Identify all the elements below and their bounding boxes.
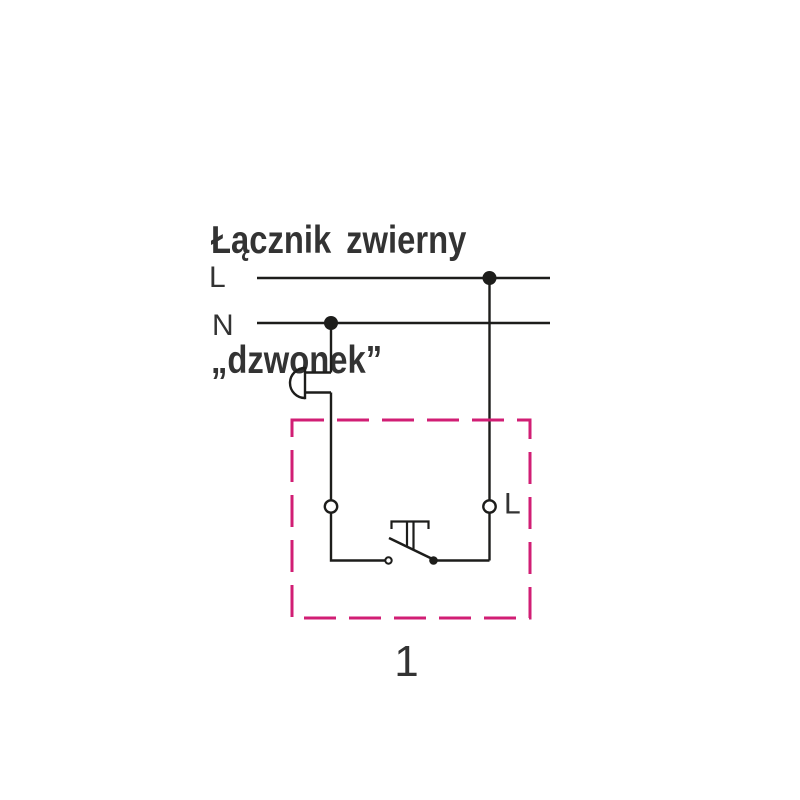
terminal-live	[482, 499, 497, 514]
push-button-icon	[384, 520, 438, 565]
switch-blade	[388, 536, 435, 561]
diagram-title-line2: „dzwonek”	[211, 339, 383, 382]
diagram-title-line1: Łącznik zwierny	[211, 219, 467, 262]
fixed-contact	[384, 556, 393, 565]
neutral-label: N	[212, 309, 234, 342]
bell-icon	[288, 366, 331, 400]
wire-internal-left	[329, 512, 386, 562]
power-lines: L N	[209, 261, 550, 342]
switch-enclosure-outline	[290, 418, 532, 620]
diagram-title: Łącznik zwierny „dzwonek”	[211, 141, 466, 461]
terminal-left	[323, 499, 339, 514]
bell-dome	[288, 366, 306, 400]
switch-terminal-l-label: L	[504, 488, 521, 521]
circuit-designation: 1	[394, 637, 418, 686]
actuator-bar	[390, 520, 430, 529]
live-label: L	[209, 261, 226, 294]
